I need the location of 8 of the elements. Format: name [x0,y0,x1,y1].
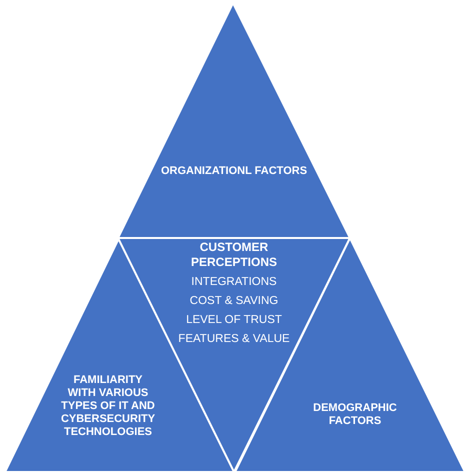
list-item: INTEGRATIONS [190,275,278,289]
segment-label: ORGANIZATIONL FACTORS [160,165,308,178]
list-item: FEATURES & VALUE [177,332,291,346]
list-item: LEVEL OF TRUST [185,313,283,327]
segment-label: FAMILIARITY WITH VARIOUS TYPES OF IT AND CYBERSECURITY TECHNOLOGIES [60,374,156,439]
segment-label: DEMOGRAPHIC FACTORS [312,402,398,428]
list-item: COST & SAVING [188,294,280,308]
segment-heading: CUSTOMER PERCEPTIONS [190,240,278,270]
